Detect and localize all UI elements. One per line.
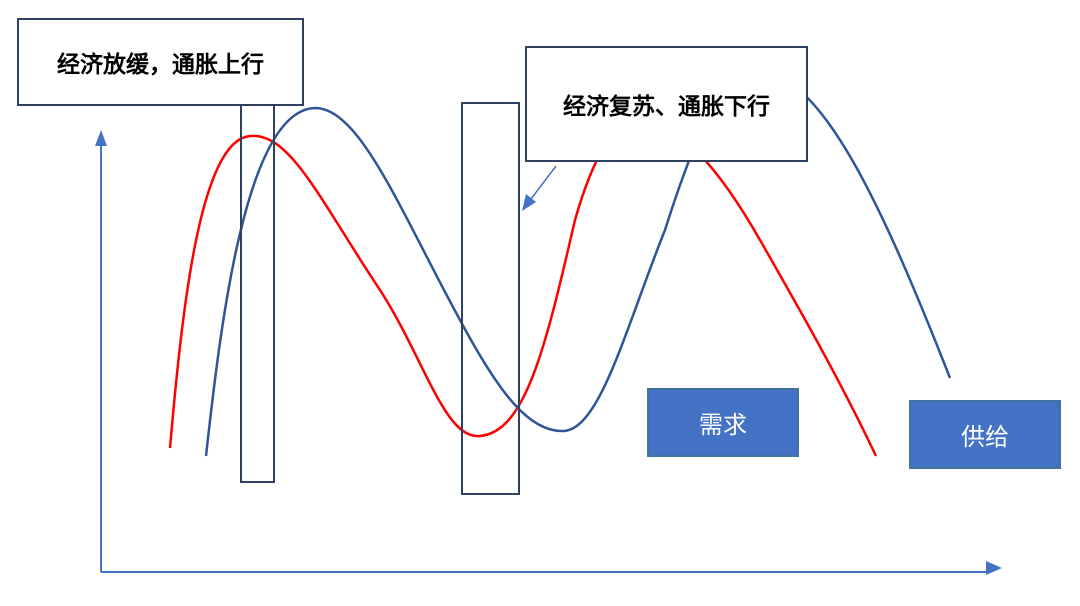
x-axis-arrow-icon <box>986 561 1002 575</box>
legend-supply: 供给 <box>909 400 1061 469</box>
legend-supply-label: 供给 <box>961 423 1009 451</box>
callout-text: 经济复苏、通胀下行 <box>563 94 770 120</box>
highlight-box-left <box>240 99 275 483</box>
callout-pointer-line <box>530 165 557 200</box>
highlight-box-middle <box>461 102 520 495</box>
callout-recovery-inflation-down: 经济复苏、通胀下行 <box>525 46 808 162</box>
legend-demand-label: 需求 <box>699 411 747 439</box>
demand-curve <box>168 120 878 457</box>
pointer-arrow-icon <box>522 194 536 211</box>
y-axis-arrow-icon <box>95 130 107 146</box>
callout-text: 经济放缓，通胀上行 <box>57 52 264 78</box>
legend-demand: 需求 <box>647 388 799 457</box>
callout-slowdown-inflation-up: 经济放缓，通胀上行 <box>17 18 304 106</box>
